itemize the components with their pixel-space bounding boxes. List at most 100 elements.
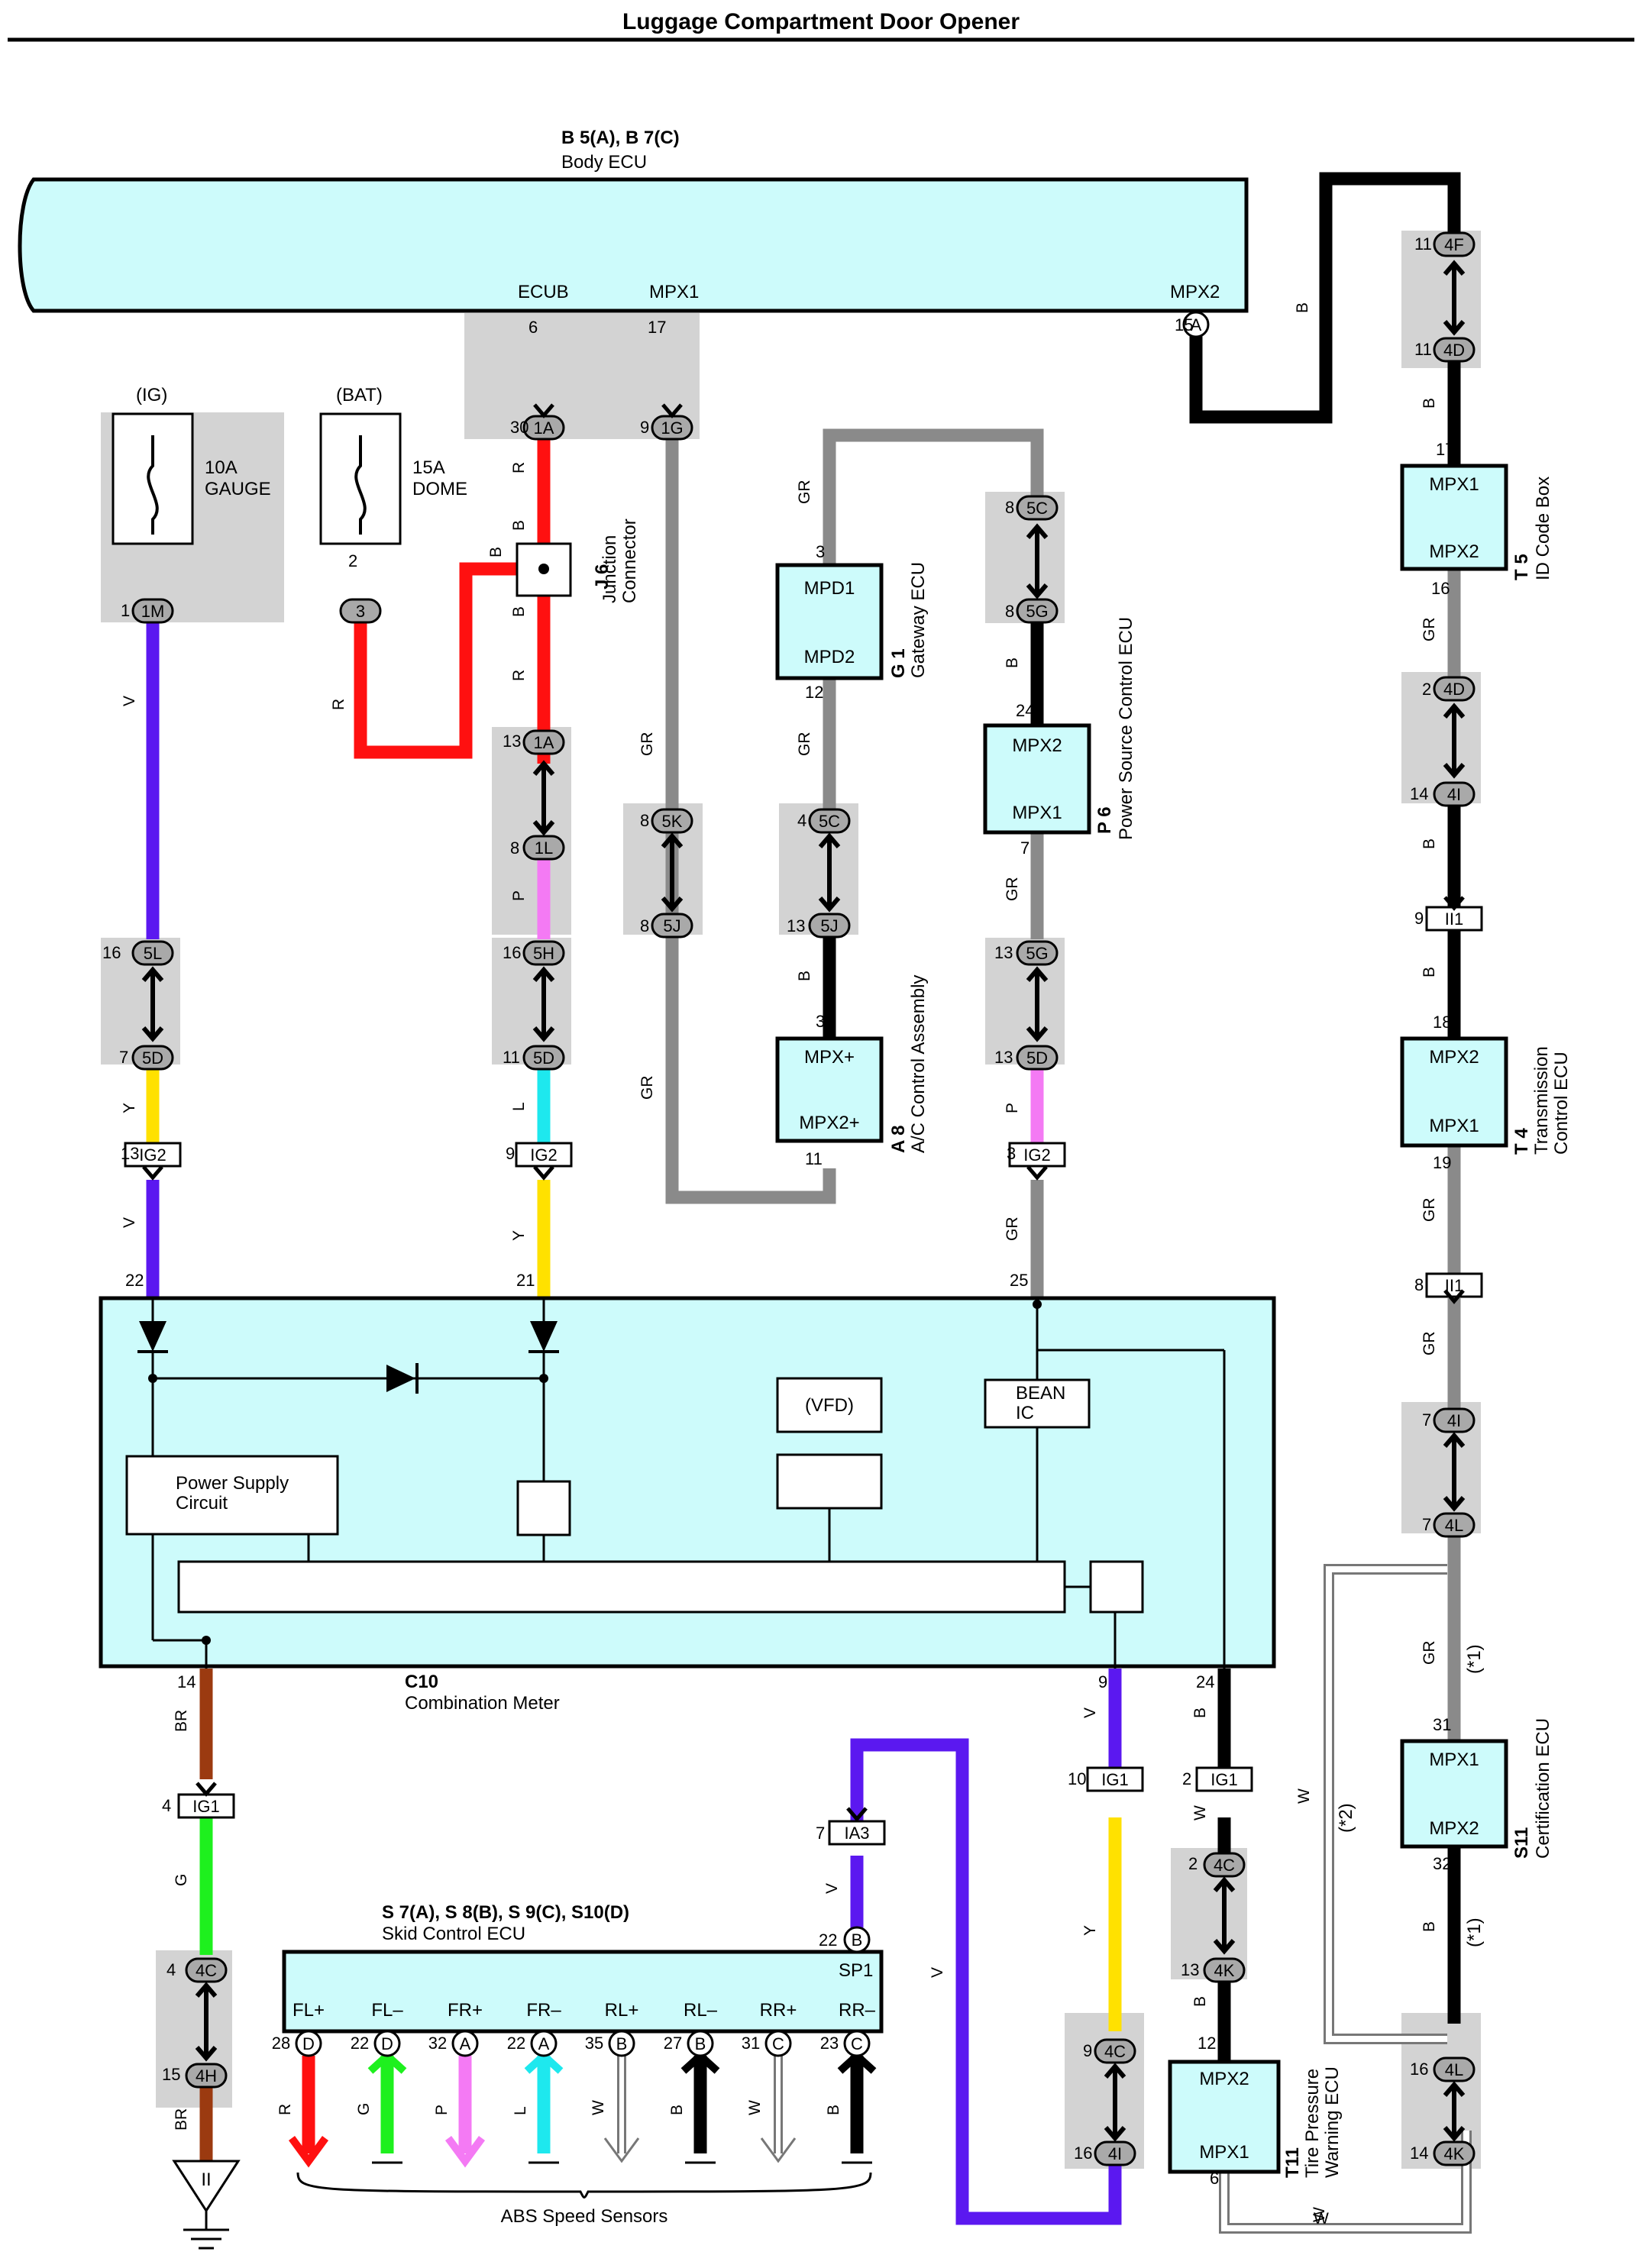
wire-color-labels: RBBRRBPLYVYVGRGRGRGRBBGRPGRBBGRBBGRGRGRB… xyxy=(121,302,1438,2228)
inline-connector-ii1-8: II1 xyxy=(1425,1272,1483,1298)
inline-connector-label: IG2 xyxy=(530,1145,557,1165)
connector-label: 5C xyxy=(819,812,840,831)
wire-color-label-40: W xyxy=(1311,2207,1328,2222)
connector-mating-3 xyxy=(661,832,684,913)
pin-number-36: 16 xyxy=(1431,579,1450,598)
connector-mating-2 xyxy=(532,966,555,1042)
tire-name2: Warning ECU xyxy=(1322,2066,1343,2178)
connector-4l-24: 4L xyxy=(1433,2056,1476,2082)
abs-sensors-label: ABS Speed Sensors xyxy=(501,2206,668,2227)
pin-number-50: 9 xyxy=(1098,1672,1107,1691)
connector-label: 4D xyxy=(1443,341,1465,360)
pin-circle-0: A xyxy=(1182,311,1210,338)
gateway-ecu: MPD1 MPD2 G 1 Gateway ECU xyxy=(775,562,929,680)
transmission-ecu: MPX2 MPX1 T 4 Transmission Control ECU xyxy=(1400,1036,1572,1155)
wire-arrow-6 xyxy=(846,1807,868,1822)
inline-connector-label: II1 xyxy=(1445,909,1463,929)
wire-color-label-38: W xyxy=(1191,1805,1209,1821)
pin-number-27: 3 xyxy=(1007,1144,1016,1163)
connector-mating-8 xyxy=(1443,703,1466,779)
fuse-dome: (BAT) 15A DOME xyxy=(319,385,467,545)
mpx1-pin-label: MPX1 xyxy=(649,282,699,302)
pin-number-40: 18 xyxy=(1433,1013,1451,1032)
connector-4d-20: 4D xyxy=(1433,676,1476,702)
ecub-pin-label: ECUB xyxy=(518,282,569,302)
pin-number-34: 11 xyxy=(1414,340,1432,359)
wire-color-label-15: GR xyxy=(796,732,813,757)
connector-label: 5J xyxy=(663,916,680,935)
pin-number-59: 2 xyxy=(1188,1854,1198,1873)
connector-4k-27: 4K xyxy=(1203,1957,1246,1983)
pin-number-64: 16 xyxy=(1074,2144,1092,2163)
skid-pin-name: FR+ xyxy=(448,2000,483,2021)
connector-label: 5K xyxy=(662,812,683,831)
connector-5l-8: 5L xyxy=(131,940,174,966)
inline-connector-ii1-7: II1 xyxy=(1425,906,1483,932)
wire-arrow-1 xyxy=(661,403,683,418)
pin-number-4: 9 xyxy=(640,418,649,437)
ig-source-label: (IG) xyxy=(136,385,167,405)
pin-number-57: 4 xyxy=(166,1960,176,1979)
connector-5d-7: 5D xyxy=(522,1045,565,1071)
pin-number-26: 13 xyxy=(994,1048,1013,1067)
connector-4c-30: 4C xyxy=(1094,2038,1136,2064)
transmission-name1: Transmission xyxy=(1531,1046,1552,1155)
bean-label2: IC xyxy=(1016,1403,1034,1423)
connector-label: 4I xyxy=(1108,2144,1122,2163)
connector-1l-5: 1L xyxy=(522,835,565,861)
certification-ecu: MPX1 MPX2 S11 Certification ECU xyxy=(1400,1718,1553,1859)
skid-pin-number: 22 xyxy=(507,2034,525,2053)
pin-circle-1: B xyxy=(843,1926,871,1953)
power-source-bottom-pin: MPX1 xyxy=(1012,803,1062,823)
connector-4i-22: 4I xyxy=(1433,1407,1476,1433)
pin-number-35: 17 xyxy=(1436,440,1454,459)
pin-number-41: 19 xyxy=(1433,1153,1451,1172)
connector-label: 4L xyxy=(1445,1516,1463,1535)
connector-5k-10: 5K xyxy=(651,808,693,834)
wire-color-label-14: GR xyxy=(796,480,813,505)
wire-arrow-8 xyxy=(1443,1289,1465,1304)
skid-wire-color: W xyxy=(746,2100,764,2115)
pin-circle-label: C xyxy=(851,2034,863,2053)
connector-label: 3 xyxy=(356,602,365,621)
pin-number-56: 22 xyxy=(819,1930,837,1950)
wire-color-label-8: Y xyxy=(510,1230,528,1241)
certification-ref: S11 xyxy=(1511,1827,1532,1859)
pin-number-32: 25 xyxy=(1010,1271,1028,1290)
skid-pin-name: FL– xyxy=(371,2000,403,2021)
fuse-gauge-rating: 10A xyxy=(205,457,238,478)
pin-number-24: 7 xyxy=(1020,838,1029,858)
pin-circle-label: D xyxy=(302,2034,315,2053)
wire-color-label-34: Y xyxy=(1081,1925,1099,1936)
connector-4i-21: 4I xyxy=(1433,781,1476,807)
pin-number-0: 6 xyxy=(528,318,538,337)
inline-connector-ig1-3: IG1 xyxy=(177,1793,235,1819)
pin-number-7: 13 xyxy=(503,732,521,751)
pin-number-54: 2 xyxy=(1182,1769,1191,1788)
pin-number-17: 3 xyxy=(816,542,825,561)
power-source-ecu: MPX2 MPX1 P 6 Power Source Control ECU xyxy=(983,617,1136,840)
bean-label1: BEAN xyxy=(1016,1383,1065,1404)
pin-number-8: 8 xyxy=(510,838,519,858)
connector-label: 1A xyxy=(534,418,554,438)
connector-label: 5G xyxy=(1026,944,1048,963)
skid-wire-color: P xyxy=(433,2105,451,2115)
gateway-bottom-pin: MPD2 xyxy=(804,647,855,667)
pin-circle-3: D xyxy=(373,2030,401,2057)
ac-name: A/C Control Assembly xyxy=(908,975,929,1153)
connector-label: 4I xyxy=(1447,1411,1461,1430)
connector-5c-12: 5C xyxy=(808,808,851,834)
wire-color-label-41: W xyxy=(1295,1788,1313,1804)
pin-circle-8: C xyxy=(764,2030,792,2057)
fuse-dome-rating: 15A xyxy=(412,457,445,478)
connector-1a-4: 1A xyxy=(522,729,565,755)
pin-number-12: 11 xyxy=(503,1048,520,1067)
certification-name: Certification ECU xyxy=(1533,1718,1553,1859)
id-code-name: ID Code Box xyxy=(1533,477,1553,580)
connector-label: 5J xyxy=(820,916,838,935)
transmission-name2: Control ECU xyxy=(1551,1052,1572,1155)
page-title: Luggage Compartment Door Opener xyxy=(622,9,1020,34)
wire-color-label-24: B xyxy=(1421,838,1438,849)
connector-5j-13: 5J xyxy=(808,913,851,939)
pin-number-20: 11 xyxy=(805,1149,823,1168)
